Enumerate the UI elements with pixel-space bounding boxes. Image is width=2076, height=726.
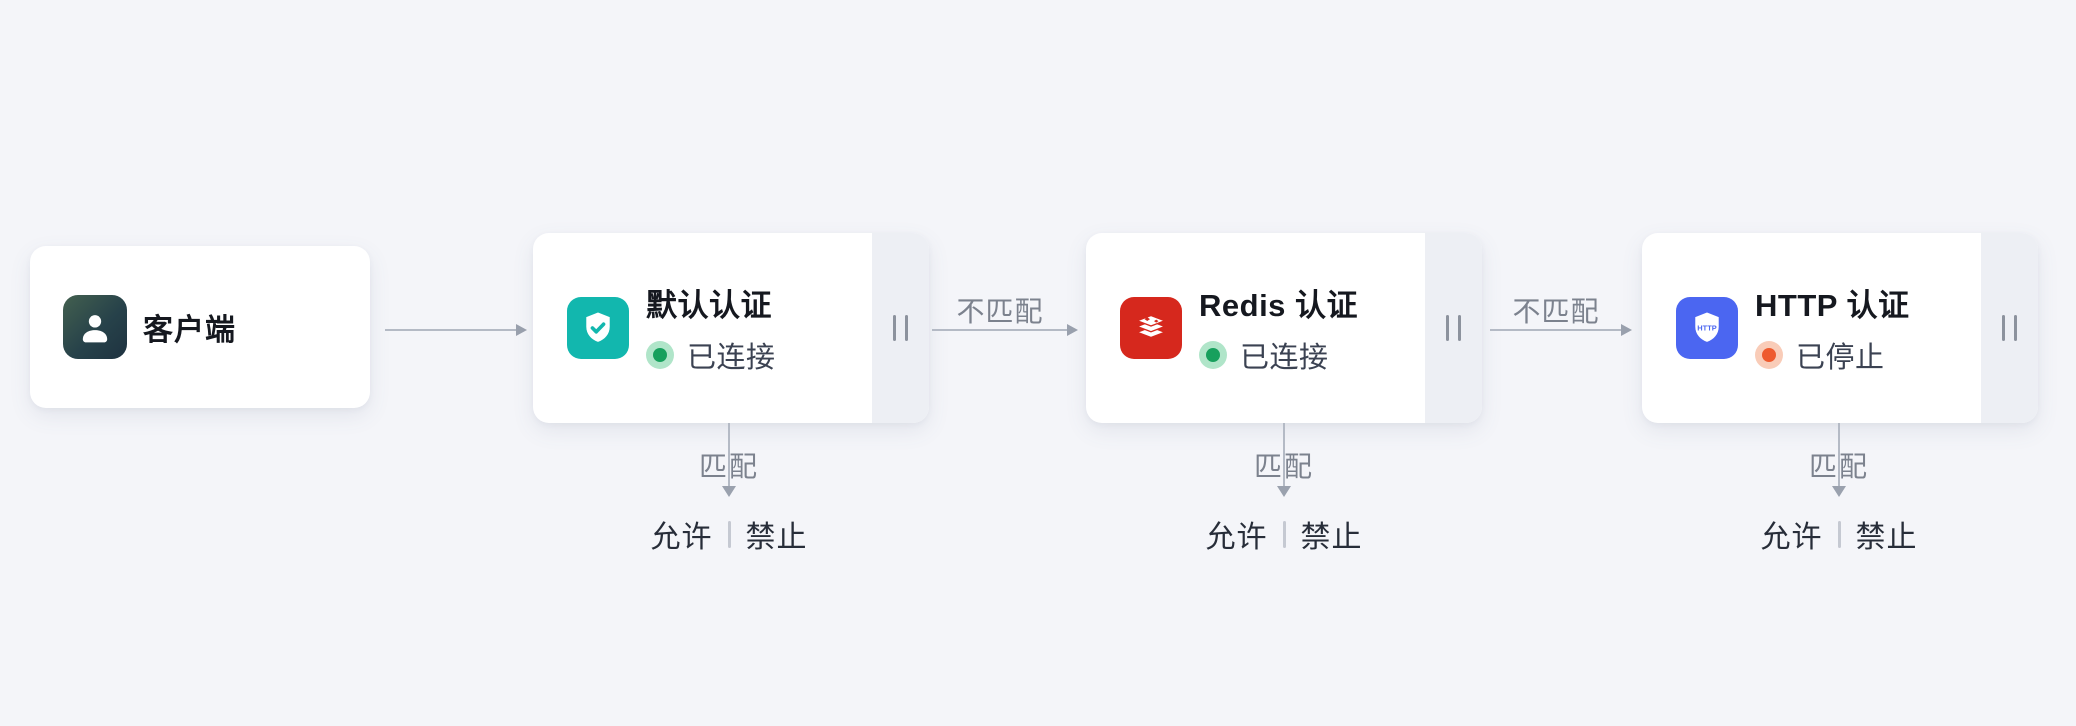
shield-check-icon <box>567 297 629 359</box>
match-branch-redis: 匹配 允许 禁止 <box>1134 423 1434 563</box>
match-actions: 允许 禁止 <box>1689 512 1989 556</box>
status-label: 已停止 <box>1796 342 1885 374</box>
client-node[interactable]: 客户端 <box>30 246 370 408</box>
node-title: HTTP 认证 <box>1755 288 1910 323</box>
node-title: Redis 认证 <box>1199 288 1359 323</box>
drag-handle-icon <box>893 315 896 341</box>
edge-client-to-default <box>385 324 527 336</box>
status-row: 已停止 <box>1755 334 1910 376</box>
arrow-down-icon <box>722 486 736 497</box>
drag-handle-icon <box>2002 315 2005 341</box>
auth-node-redis[interactable]: Redis 认证 已连接 <box>1086 233 1482 423</box>
drag-handle-icon <box>1446 315 1449 341</box>
deny-option[interactable]: 禁止 <box>745 521 808 554</box>
node-title: 默认认证 <box>646 288 772 323</box>
status-label: 已连接 <box>687 342 776 374</box>
status-label: 已连接 <box>1240 342 1329 374</box>
edge-default-to-redis <box>932 324 1078 336</box>
edge-match-line <box>728 423 730 486</box>
redis-icon <box>1120 297 1182 359</box>
match-actions: 允许 禁止 <box>579 512 879 556</box>
arrow-down-icon <box>1277 486 1291 497</box>
drag-handle[interactable] <box>1425 233 1482 423</box>
user-icon <box>63 295 127 359</box>
allow-option[interactable]: 允许 <box>650 521 713 554</box>
match-label: 匹配 <box>698 451 759 482</box>
edge-match-line <box>1838 423 1840 486</box>
match-label: 匹配 <box>1808 451 1869 482</box>
edge-redis-to-http <box>1490 324 1632 336</box>
status-dot-stopped <box>1755 341 1783 369</box>
allow-option[interactable]: 允许 <box>1760 521 1823 554</box>
auth-node-http[interactable]: HTTP HTTP 认证 已停止 <box>1642 233 2038 423</box>
arrow-down-icon <box>1832 486 1846 497</box>
match-actions: 允许 禁止 <box>1134 512 1434 556</box>
divider <box>1837 520 1841 548</box>
drag-handle[interactable] <box>872 233 929 423</box>
deny-option[interactable]: 禁止 <box>1300 521 1363 554</box>
status-row: 已连接 <box>646 334 776 376</box>
client-node-title: 客户端 <box>143 314 236 347</box>
match-branch-default: 匹配 允许 禁止 <box>579 423 879 563</box>
drag-handle-icon <box>1458 315 1461 341</box>
divider <box>1282 520 1286 548</box>
edge-label-mismatch: 不匹配 <box>956 296 1044 327</box>
match-branch-http: 匹配 允许 禁止 <box>1689 423 1989 563</box>
drag-handle-icon <box>905 315 908 341</box>
drag-handle[interactable] <box>1981 233 2038 423</box>
http-shield-icon: HTTP <box>1676 297 1738 359</box>
status-row: 已连接 <box>1199 334 1358 376</box>
deny-option[interactable]: 禁止 <box>1855 521 1918 554</box>
match-label: 匹配 <box>1253 451 1314 482</box>
status-dot-connected <box>646 341 674 369</box>
svg-text:HTTP: HTTP <box>1697 324 1716 333</box>
divider <box>727 520 731 548</box>
drag-handle-icon <box>2014 315 2017 341</box>
allow-option[interactable]: 允许 <box>1205 521 1268 554</box>
edge-label-mismatch: 不匹配 <box>1512 296 1600 327</box>
auth-node-default[interactable]: 默认认证 已连接 <box>533 233 929 423</box>
edge-match-line <box>1283 423 1285 486</box>
status-dot-connected <box>1199 341 1227 369</box>
